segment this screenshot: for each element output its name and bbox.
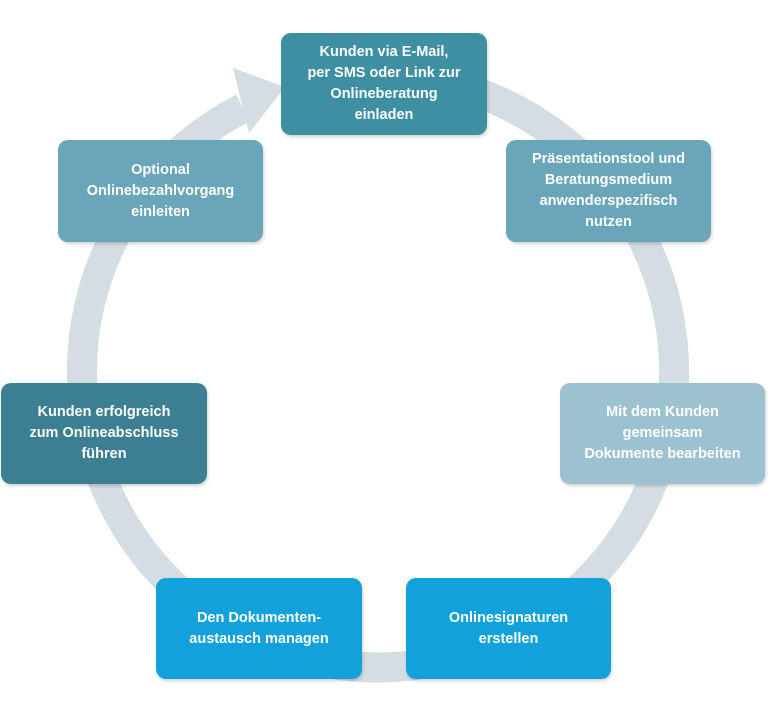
step-signatures: Onlinesignaturen erstellen xyxy=(406,578,611,679)
step-invite-label: Kunden via E-Mail, per SMS oder Link zur… xyxy=(307,44,461,123)
step-signatures-label: Onlinesignaturen erstellen xyxy=(448,609,569,647)
step-closing-label: Kunden erfolgreich zum Onlineabschluss f… xyxy=(29,404,179,462)
step-co-edit-label: Mit dem Kunden gemeinsam Dokumente bearb… xyxy=(584,404,741,462)
step-closing: Kunden erfolgreich zum Onlineabschluss f… xyxy=(1,383,207,484)
step-payment-label: Optional Onlinebezahlvorgang einleiten xyxy=(86,161,235,220)
step-document-exchange: Den Dokumenten- austausch managen xyxy=(156,578,362,679)
step-co-edit: Mit dem Kunden gemeinsam Dokumente bearb… xyxy=(560,383,765,484)
step-presentation: Präsentationstool und Beratungsmedium an… xyxy=(506,140,711,242)
cycle-arrow-head xyxy=(233,68,285,133)
step-invite: Kunden via E-Mail, per SMS oder Link zur… xyxy=(281,33,487,135)
step-payment: Optional Onlinebezahlvorgang einleiten xyxy=(58,140,263,242)
step-document-exchange-label: Den Dokumenten- austausch managen xyxy=(189,609,329,647)
step-presentation-label: Präsentationstool und Beratungsmedium an… xyxy=(531,151,686,230)
